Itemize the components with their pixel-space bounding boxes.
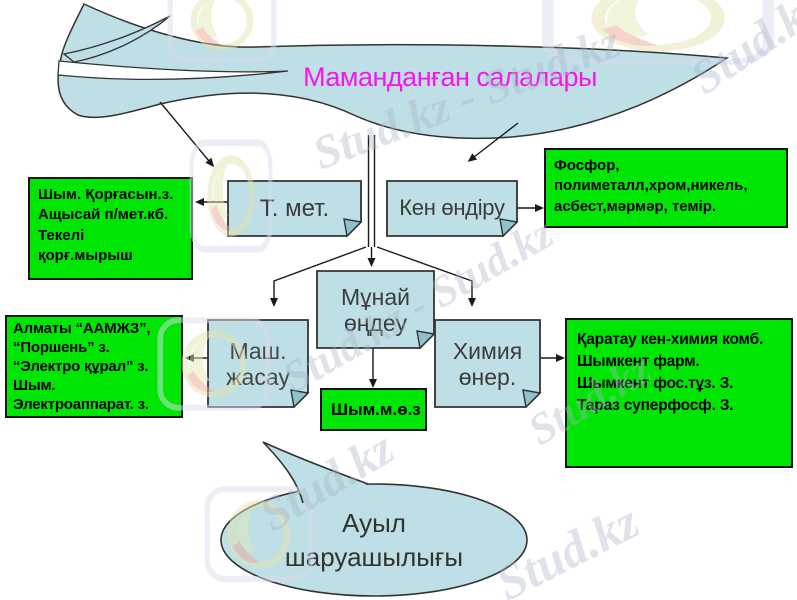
callout-khimiya: Қаратау кен-химия комб. Шымкент фарм. Шы…	[565, 318, 793, 468]
callout-khimiya-line: Шымкент фос.тұз. З.	[577, 375, 734, 392]
node-munay-line2: өңдеу	[344, 309, 407, 336]
node-munay-line1: Мұнай	[341, 283, 410, 310]
callout-tmet-line: Текелі	[38, 226, 85, 244]
arrow-banner-to-tmet	[159, 101, 215, 168]
callout-mash-line: “Электро құрал” з.	[13, 357, 149, 375]
callout-tmet-line: қорғ.мырыш	[38, 247, 133, 265]
callout-mash: Алматы “ААМЖЗ”, “Поршень” з. “Электро құ…	[5, 315, 183, 418]
stud-logo-icon	[548, 0, 769, 62]
watermark-text: Stud.kz	[681, 0, 797, 105]
bubble-line1: Ауыл	[342, 508, 406, 539]
node-khimiya-label: Химия өнер.	[435, 320, 540, 407]
stud-logo-icon	[170, 0, 274, 60]
banner-horn	[62, 15, 171, 63]
node-khimiya-line1: Химия	[452, 337, 523, 364]
callout-tmet: Шым. Қорғасын.з. Ащысай п/мет.кб. Текелі…	[28, 177, 193, 280]
node-tmet-label: Т. мет.	[259, 194, 330, 222]
callout-munay-line: Шым.м.ө.з	[331, 399, 421, 419]
callout-mash-line: Шым.	[13, 376, 56, 394]
callout-ken-line: полиметалл,хром,никель,	[554, 177, 748, 195]
callout-ken: Фосфор, полиметалл,хром,никель, асбест,м…	[544, 148, 788, 228]
callout-ken-line: асбест,мәрмәр, темір.	[554, 197, 717, 215]
banner-notch	[57, 60, 289, 81]
callout-mash-line: Алматы “ААМЖЗ”,	[13, 320, 151, 337]
callout-mash-line: Электроаппарат. з.	[13, 395, 149, 413]
node-khimiya-line2: өнер.	[458, 363, 517, 390]
callout-ken-line: Фосфор,	[554, 157, 620, 174]
node-ken-label: Кен өндіру	[399, 195, 505, 221]
callout-tmet-line: Ащысай п/мет.кб.	[38, 206, 169, 224]
bubble-tail-outline	[262, 441, 369, 504]
callout-khimiya-line: Шымкент фарм.	[577, 353, 700, 370]
node-mash-line2: жасау	[226, 363, 290, 390]
callout-khimiya-line: Қаратау кен-химия комб.	[577, 331, 764, 348]
slide-title: Маманданған салалары	[303, 62, 597, 92]
node-mash-label: Маш. жасау	[208, 320, 308, 407]
watermark-text: Stud.kz	[487, 492, 648, 600]
callout-tmet-line: Шым. Қорғасын.з.	[38, 186, 174, 203]
bubble-tail-fill	[263, 442, 368, 503]
bubble-label: Ауыл шаруашылығы	[254, 503, 494, 579]
bubble-line2: шаруашылығы	[284, 542, 464, 572]
node-munay-label: Мұнай өңдеу	[317, 271, 434, 348]
arrow-banner-to-ken	[467, 122, 519, 162]
callout-mash-line: “Поршень” з.	[13, 338, 110, 356]
callout-munay: Шым.м.ө.з	[320, 388, 427, 431]
node-mash-line1: Маш.	[229, 337, 287, 364]
callout-khimiya-line: Тараз суперфосф. З.	[577, 397, 734, 414]
